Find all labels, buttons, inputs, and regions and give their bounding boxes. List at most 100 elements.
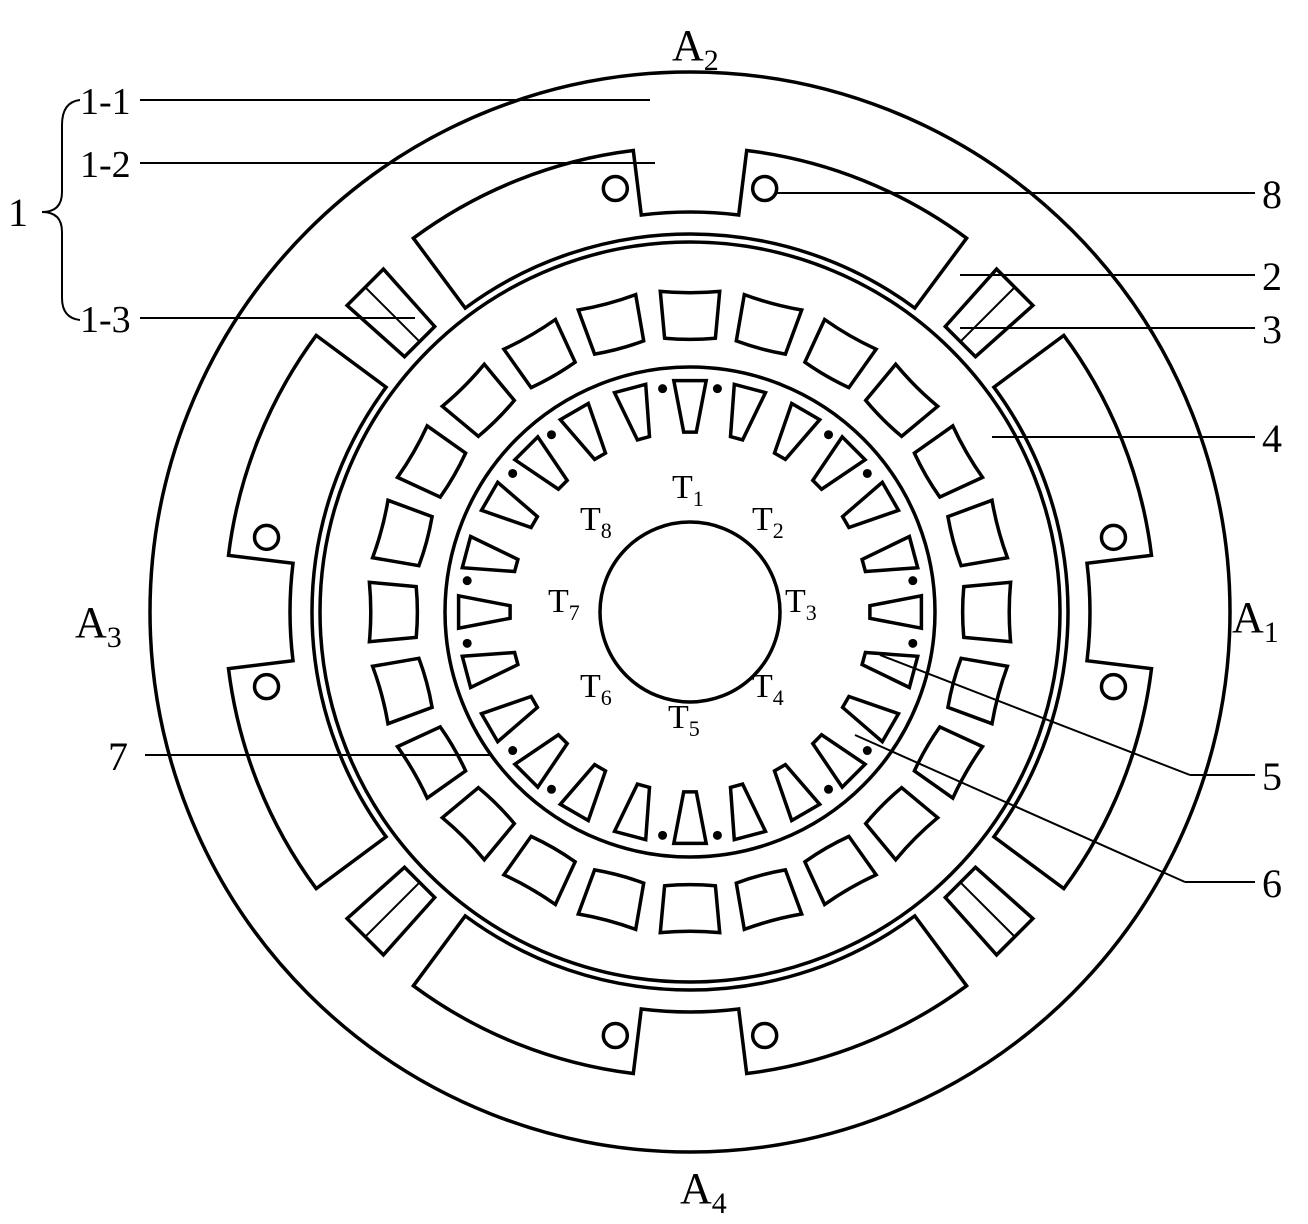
callout-4: 4 bbox=[1262, 416, 1282, 461]
rotor-tooth-22 bbox=[810, 434, 868, 492]
winding-dot-12 bbox=[862, 746, 872, 756]
winding-dot-1 bbox=[712, 384, 722, 394]
label-t3: T3 bbox=[785, 583, 817, 625]
outer-tooth-5 bbox=[394, 423, 468, 500]
callout-6: 6 bbox=[1262, 861, 1282, 906]
winding-dot-5 bbox=[462, 576, 472, 586]
bolt-hole-8 bbox=[252, 523, 281, 552]
shaft bbox=[598, 520, 782, 704]
group-brace-1 bbox=[41, 99, 81, 321]
rotor-tooth-12 bbox=[612, 782, 652, 842]
rotor-tooth-18 bbox=[860, 650, 920, 690]
winding-dot-11 bbox=[824, 784, 834, 794]
outer-tooth-12 bbox=[575, 867, 646, 932]
magnet-divider-4 bbox=[960, 882, 1016, 938]
rotor-tooth-11 bbox=[557, 762, 608, 824]
rotor-tooth-19 bbox=[868, 593, 924, 631]
rotor-tooth-7 bbox=[456, 593, 512, 631]
magnet-divider-2 bbox=[364, 286, 420, 342]
callout-3: 3 bbox=[1262, 307, 1282, 352]
outer-tooth-17 bbox=[912, 724, 986, 801]
callout-1: 1 bbox=[8, 190, 28, 235]
magnet-slot-2 bbox=[344, 266, 438, 360]
rotor-tooth-15 bbox=[772, 762, 823, 824]
winding-dot-2 bbox=[658, 384, 668, 394]
label-t4: T4 bbox=[752, 668, 784, 710]
winding-dot-7 bbox=[546, 784, 556, 794]
rotor-tooth-10 bbox=[512, 732, 570, 790]
outer-tooth-8 bbox=[370, 656, 435, 727]
rotor-tooth-23 bbox=[772, 400, 823, 462]
outer-tooth-1 bbox=[658, 289, 722, 342]
rotor-tooth-16 bbox=[810, 732, 868, 790]
winding-dot-13 bbox=[908, 638, 918, 648]
winding-dot-9 bbox=[658, 830, 668, 840]
callout-1-1: 1-1 bbox=[80, 81, 131, 123]
leader-6 bbox=[854, 734, 1186, 883]
outer-tooth-6 bbox=[370, 497, 435, 568]
stator-segment-1 bbox=[410, 148, 970, 311]
bolt-hole-5 bbox=[601, 174, 630, 203]
rotor-tooth-8 bbox=[460, 650, 520, 690]
winding-dot-15 bbox=[824, 430, 834, 440]
rotor-tooth-1 bbox=[671, 378, 709, 434]
callout-8: 8 bbox=[1262, 172, 1282, 217]
magnet-slot-3 bbox=[344, 864, 438, 958]
magnet-divider-3 bbox=[364, 882, 420, 938]
outer-tooth-13 bbox=[658, 882, 722, 935]
winding-dot-6 bbox=[462, 638, 472, 648]
motor-geometry bbox=[148, 70, 1232, 1154]
rotor-tooth-21 bbox=[840, 479, 902, 530]
outer-tooth-18 bbox=[945, 656, 1010, 727]
outer-tooth-21 bbox=[912, 423, 986, 500]
label-t8: T8 bbox=[580, 501, 612, 543]
winding-dot-4 bbox=[508, 468, 518, 478]
outer-tooth-14 bbox=[734, 867, 805, 932]
outer-tooth-19 bbox=[960, 580, 1013, 644]
winding-dot-14 bbox=[908, 576, 918, 586]
stator-segment-4 bbox=[991, 332, 1154, 892]
callout-5: 5 bbox=[1262, 754, 1282, 799]
rotor-tooth-13 bbox=[671, 790, 709, 846]
rotor-tooth-5 bbox=[478, 479, 540, 530]
bolt-hole-12 bbox=[601, 1021, 630, 1050]
outer-tooth-7 bbox=[367, 580, 420, 644]
rotor-tooth-17 bbox=[840, 694, 902, 745]
rotor-ring bbox=[443, 365, 937, 859]
winding-dot-3 bbox=[546, 430, 556, 440]
rotor-tooth-20 bbox=[860, 534, 920, 574]
rotor-tooth-4 bbox=[512, 434, 570, 492]
label-t6: T6 bbox=[580, 668, 612, 710]
outer-tooth-4 bbox=[439, 361, 517, 439]
bolt-hole-9 bbox=[252, 672, 281, 701]
winding-dot-16 bbox=[862, 468, 872, 478]
outer-tooth-10 bbox=[439, 785, 517, 863]
rotor-tooth-14 bbox=[728, 782, 768, 842]
callout-1-2: 1-2 bbox=[80, 144, 131, 186]
callout-7: 7 bbox=[108, 734, 128, 779]
magnet-slot-4 bbox=[942, 864, 1036, 958]
leader-5 bbox=[879, 654, 1191, 776]
stator-segment-2 bbox=[226, 332, 389, 892]
winding-dot-8 bbox=[508, 746, 518, 756]
outer-tooth-22 bbox=[863, 361, 941, 439]
label-t5: T5 bbox=[668, 699, 700, 741]
rotor-tooth-3 bbox=[557, 400, 608, 462]
label-a2: A2 bbox=[672, 21, 719, 77]
magnet-divider-1 bbox=[960, 286, 1016, 342]
outer-tooth-3 bbox=[501, 316, 578, 390]
outer-stator-yoke bbox=[148, 70, 1232, 1154]
callout-2: 2 bbox=[1262, 254, 1282, 299]
label-a3: A3 bbox=[75, 598, 122, 654]
outer-tooth-9 bbox=[394, 724, 468, 801]
bolt-hole-16 bbox=[1099, 672, 1128, 701]
bolt-hole-13 bbox=[750, 1021, 779, 1050]
magnet-slot-1 bbox=[942, 266, 1036, 360]
inner-stator-ring bbox=[318, 240, 1062, 984]
label-t1: T1 bbox=[672, 469, 704, 511]
label-a1: A1 bbox=[1232, 593, 1279, 649]
stator-segment-3 bbox=[410, 913, 970, 1076]
leader-lines bbox=[41, 99, 1255, 883]
